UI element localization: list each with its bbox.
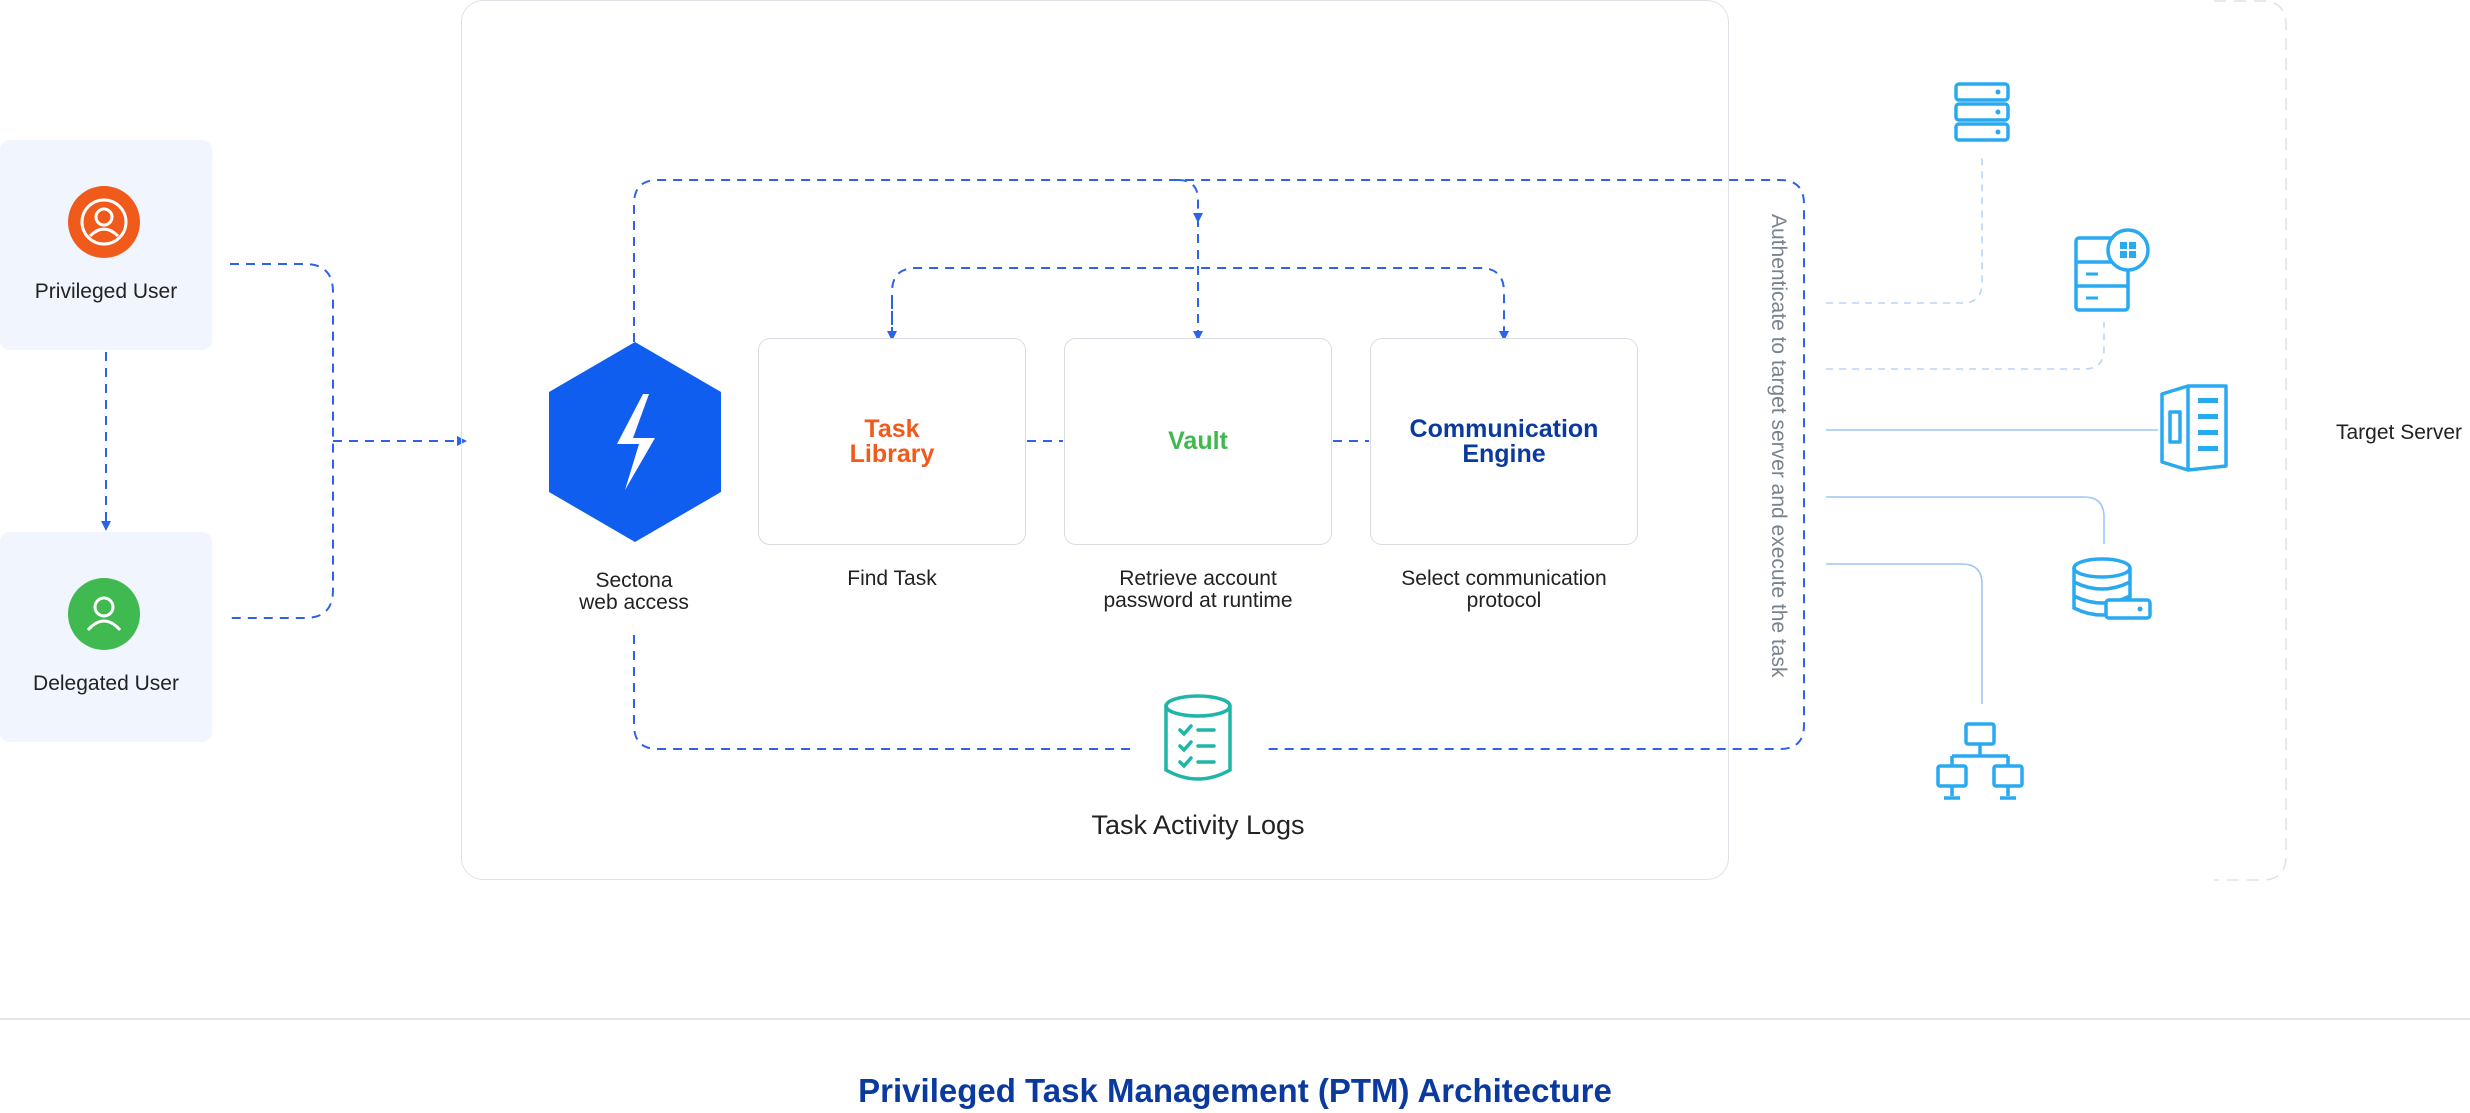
privileged-user-card[interactable]: Privileged User [0, 140, 212, 350]
task-library-box[interactable]: Task Library [758, 338, 1026, 545]
target-line-4 [1826, 496, 2105, 544]
task-library-title: Task Library [849, 414, 935, 468]
inner-loop [891, 267, 1509, 341]
rack-server-icon[interactable] [1952, 80, 2012, 144]
task-activity-logs-label: Task Activity Logs [1091, 810, 1305, 840]
privileged-user-connector [230, 263, 334, 619]
communication-engine-box[interactable]: Communication Engine [1370, 338, 1638, 545]
vault-box[interactable]: Vault [1064, 338, 1332, 545]
delegated-user-label: Delegated User [33, 672, 179, 695]
sectona-logo-icon[interactable] [545, 340, 725, 544]
privileged-user-label: Privileged User [34, 280, 178, 303]
task-log-database-icon[interactable] [1160, 692, 1236, 786]
tower-server-icon[interactable] [2158, 382, 2230, 472]
footer-divider [0, 1018, 2470, 1020]
target-zone-boundary [2214, 0, 2287, 881]
authenticate-note: Authenticate to target server and execut… [1767, 214, 1790, 678]
database-server-icon[interactable] [2070, 556, 2154, 624]
target-server-label: Target Server [2336, 421, 2463, 444]
gateway-to-logs-loop [633, 635, 1135, 750]
task-library-caption: Find Task [847, 567, 937, 590]
network-server-icon[interactable] [1932, 720, 2028, 804]
communication-engine-caption: Select communication protocol [1401, 567, 1607, 612]
gateway-label: Sectona web access [579, 569, 689, 614]
vault-caption: Retrieve account password at runtime [1103, 567, 1293, 612]
outer-top-loop [633, 179, 1805, 750]
delegated-user-avatar-icon [68, 578, 140, 650]
diagram-title: Privileged Task Management (PTM) Archite… [858, 1072, 1612, 1109]
target-line-1 [1826, 158, 1983, 304]
privileged-user-avatar-icon [68, 186, 140, 258]
communication-engine-title: Communication Engine [1409, 414, 1599, 468]
vault-title: Vault [1168, 427, 1228, 455]
loop-to-vault-top [1177, 179, 1203, 223]
ptm-system-panel [461, 0, 1729, 880]
target-line-2 [1826, 322, 2105, 370]
delegated-user-card[interactable]: Delegated User [0, 532, 212, 742]
windows-server-icon[interactable] [2072, 226, 2152, 314]
target-line-5 [1826, 563, 1983, 704]
